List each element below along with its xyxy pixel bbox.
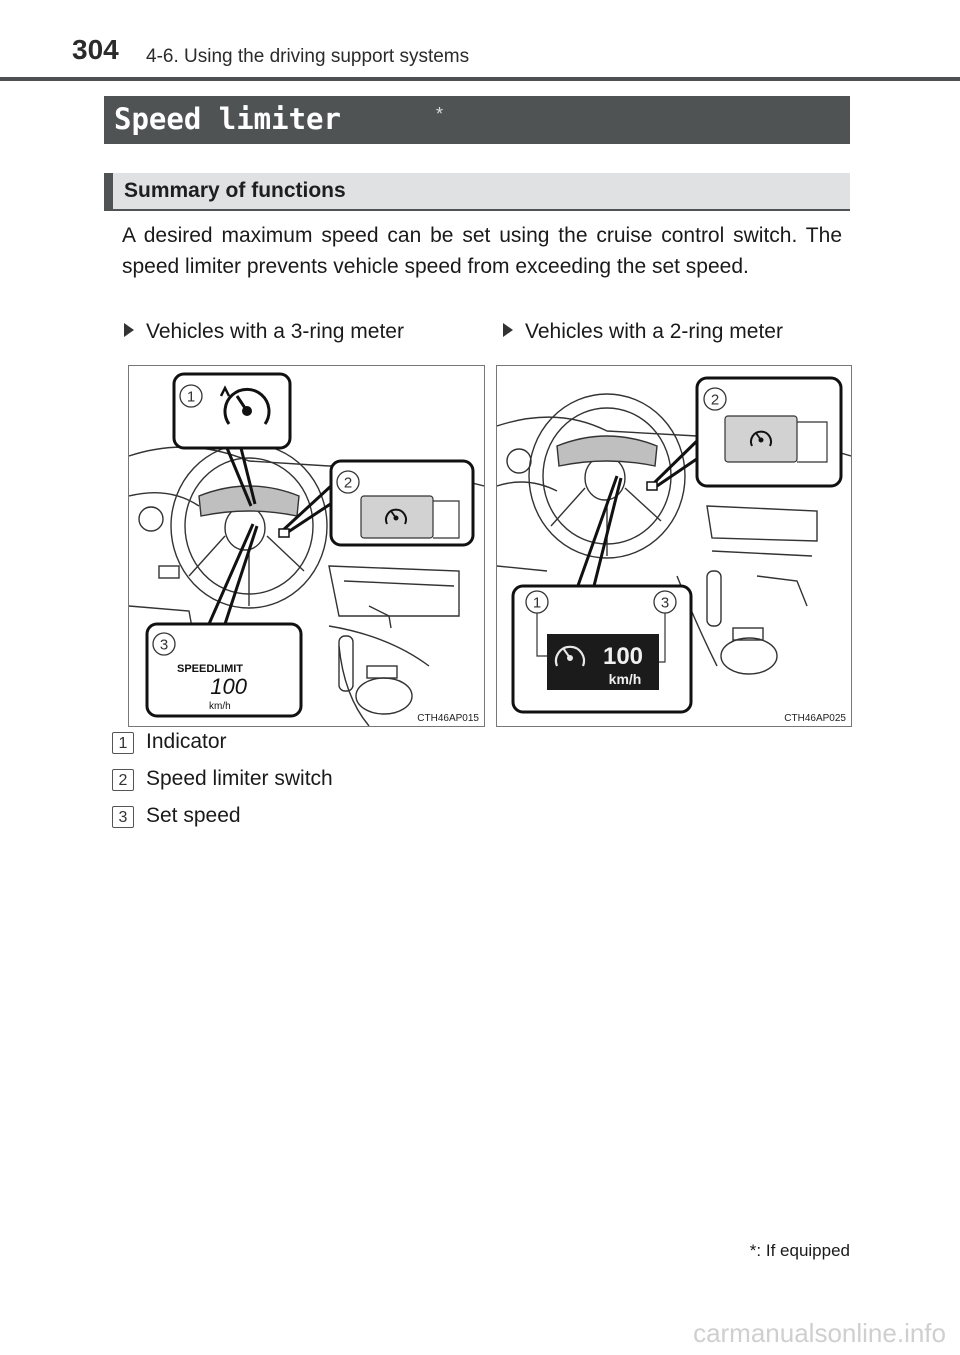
legend-text: Indicator — [146, 730, 227, 753]
legend-number-badge: 3 — [112, 806, 134, 828]
legend-item: 2 Speed limiter switch — [112, 767, 333, 791]
subsection-title: Summary of functions — [124, 179, 346, 202]
callout-number: 3 — [661, 595, 669, 612]
equipped-mark: * — [436, 104, 444, 124]
chapter-title: 4-6. Using the driving support systems — [146, 46, 470, 67]
callout-number: 1 — [187, 389, 195, 406]
legend-text: Speed limiter switch — [146, 767, 333, 790]
footnote: *: If equipped — [749, 1241, 850, 1260]
variant-label-2ring: Vehicles with a 2-ring meter — [503, 320, 783, 344]
header-rule — [0, 77, 960, 81]
speed-limiter-switch-icon — [385, 508, 407, 525]
callout-number: 2 — [344, 475, 352, 492]
legend-number-badge: 2 — [112, 769, 134, 791]
section-title-bar: Speed limiter * — [104, 96, 850, 144]
callout-number: 1 — [533, 595, 541, 612]
speed-limiter-indicator-icon — [219, 385, 271, 425]
triangle-bullet-icon — [124, 323, 134, 337]
body-paragraph: A desired maximum speed can be set using… — [122, 224, 842, 278]
page-number: 304 — [72, 34, 119, 65]
legend-text: Set speed — [146, 804, 241, 827]
display-unit: km/h — [609, 671, 642, 687]
figure-2ring-meter: 2 1 3 100 km/h CTH46AP025 — [496, 365, 852, 727]
speed-limiter-indicator-icon — [554, 645, 586, 667]
figure-3ring-meter: 1 2 3 SPEEDLIMIT 100 km/h CTH46AP015 — [128, 365, 485, 727]
callout-number: 2 — [711, 392, 719, 409]
display-set-speed: 100 — [603, 643, 643, 670]
display-speedlimit-label: SPEEDLIMIT — [177, 663, 243, 675]
watermark: carmanualsonline.info — [693, 1318, 946, 1348]
display-set-speed: 100 — [210, 674, 247, 699]
dashboard-illustration-2ring: 2 1 3 100 km/h CTH46AP025 — [497, 376, 851, 724]
subsection-bar: Summary of functions — [104, 173, 850, 211]
triangle-bullet-icon — [503, 323, 513, 337]
display-unit: km/h — [209, 701, 231, 712]
speed-limiter-switch-icon — [750, 430, 772, 447]
legend-number-badge: 1 — [112, 732, 134, 754]
figure-code: CTH46AP025 — [784, 713, 846, 724]
callout-number: 3 — [160, 637, 168, 654]
variant-label-text: Vehicles with a 3-ring meter — [146, 320, 404, 343]
figure-code: CTH46AP015 — [417, 713, 479, 724]
dashboard-illustration-3ring: 1 2 3 SPEEDLIMIT 100 km/h CTH46AP015 — [129, 372, 484, 726]
legend-item: 3 Set speed — [112, 804, 241, 828]
variant-label-text: Vehicles with a 2-ring meter — [525, 320, 783, 343]
variant-label-3ring: Vehicles with a 3-ring meter — [124, 320, 404, 344]
legend-item: 1 Indicator — [112, 730, 227, 754]
section-title: Speed limiter — [114, 102, 341, 136]
